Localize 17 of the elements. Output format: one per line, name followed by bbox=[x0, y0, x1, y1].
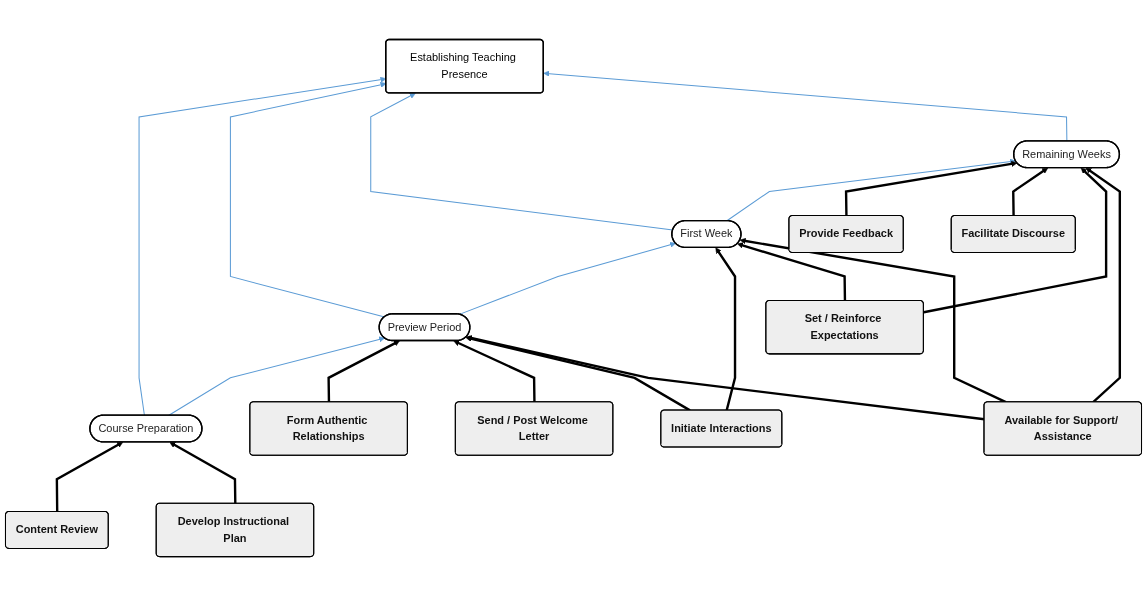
arrow bbox=[458, 242, 676, 316]
arrow bbox=[844, 161, 1018, 217]
arrow bbox=[138, 77, 387, 417]
arrow bbox=[1012, 168, 1049, 217]
arrow bbox=[923, 168, 1108, 314]
arrow bbox=[168, 336, 385, 417]
arrow bbox=[327, 341, 400, 403]
arrow bbox=[1085, 168, 1121, 404]
arrow bbox=[739, 238, 1007, 404]
arrow bbox=[169, 442, 237, 504]
arrow bbox=[453, 340, 536, 403]
arrow bbox=[370, 93, 674, 232]
arrow bbox=[55, 442, 124, 513]
arrow bbox=[737, 242, 847, 302]
arrow bbox=[543, 71, 1068, 143]
arrow bbox=[715, 247, 737, 412]
arrow bbox=[726, 159, 1016, 222]
